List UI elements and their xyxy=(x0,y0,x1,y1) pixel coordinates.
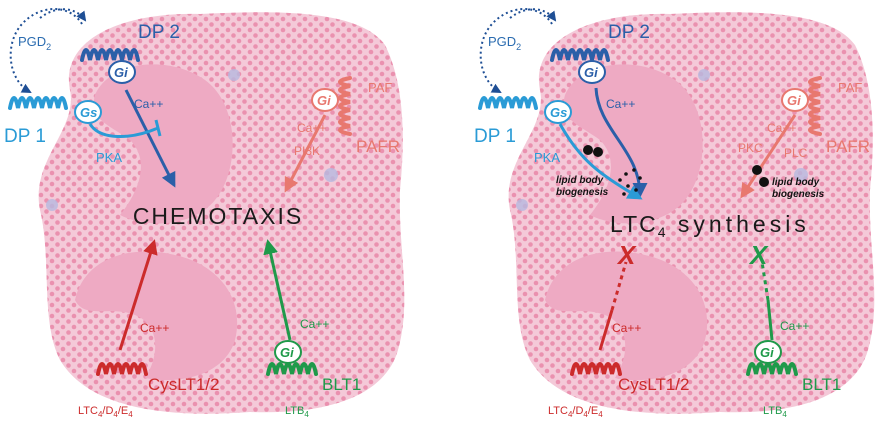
cyslt-receptor-icon xyxy=(96,362,148,376)
cyslt-dashed-right xyxy=(610,261,628,311)
dp1-label-right: DP 1 xyxy=(474,126,516,147)
block-x-blt1: X xyxy=(748,240,769,270)
pka-label: PKA xyxy=(96,150,122,165)
blt1-dashed-right xyxy=(760,261,770,301)
ltb4-label-right: LTB4 xyxy=(763,405,787,419)
gi-paf-label-right: Gi xyxy=(787,93,801,108)
pgd2-dotted-loop xyxy=(9,8,83,93)
pgd2-label: PGD2 xyxy=(18,34,51,52)
cyslt-receptor-icon-right xyxy=(570,362,622,376)
pgd2-dotted-top xyxy=(39,8,87,22)
cyslt-label: CysLT1/2 xyxy=(148,375,220,394)
pafr-receptor-icon xyxy=(338,76,352,136)
ltc-d-e-label-right: LTC4/D4/E4 xyxy=(548,405,603,419)
lipid-body-label-4: biogenesis xyxy=(772,189,825,200)
lipid-body-dot xyxy=(593,147,603,157)
dp2-receptor-icon xyxy=(80,48,140,62)
ca-label-cyslt: Ca++ xyxy=(140,321,169,335)
gi-blt1-label-right: Gi xyxy=(760,345,774,360)
ca-label-blt1: Ca++ xyxy=(300,317,329,331)
gi-label-right: Gi xyxy=(584,65,598,80)
dp1-inhibit-bar xyxy=(154,119,162,137)
lipid-body-dot xyxy=(583,145,593,155)
blt1-solid-right xyxy=(766,299,774,341)
lipid-body-dot xyxy=(759,177,769,187)
lipid-scatter-dots xyxy=(618,168,642,196)
ca-label-blt1-right: Ca++ xyxy=(780,319,809,333)
pgd2-dotted-loop-right xyxy=(479,8,553,93)
blt1-receptor-icon-right xyxy=(746,362,798,376)
blt1-receptor-icon xyxy=(266,362,318,376)
pafr-label-right: PAFR xyxy=(826,137,870,156)
ca-label-dp2: Ca++ xyxy=(134,97,163,111)
dp1-arrow-right xyxy=(558,123,643,200)
cyslt-solid-right xyxy=(598,309,614,351)
paf-label-right: PAF xyxy=(838,80,862,95)
panel-chemotaxis: PGD2 DP 2 Gi Ca++ DP 1 Gs PKA Gi PAF PAF… xyxy=(4,8,405,419)
nucleus-lobe-upper xyxy=(93,64,233,224)
dp1-label: DP 1 xyxy=(4,126,46,147)
ca-label-dp2-right: Ca++ xyxy=(606,97,635,111)
pafr-receptor-icon-right xyxy=(808,76,822,136)
gs-label: Gs xyxy=(80,105,97,120)
ltc4-synthesis-label: LTC4 synthesis xyxy=(610,211,810,240)
gi-label: Gi xyxy=(114,65,128,80)
chemotaxis-label: CHEMOTAXIS xyxy=(133,203,303,229)
blt1-arrow xyxy=(263,239,292,341)
pafr-arrow-right xyxy=(740,114,797,199)
gi-blt1-label: Gi xyxy=(280,345,294,360)
gs-protein-icon-right xyxy=(544,100,572,124)
pafr-arrow xyxy=(284,114,327,193)
lipid-body-dot xyxy=(752,165,762,175)
gs-label-right: Gs xyxy=(550,105,567,120)
block-x-cyslt: X xyxy=(616,240,637,270)
ltc-d-e-label: LTC4/D4/E4 xyxy=(78,405,133,419)
gi-protein-paf-icon xyxy=(311,88,339,112)
dp1-receptor-icon-right xyxy=(478,96,538,110)
lipid-body-label-2: biogenesis xyxy=(556,187,609,198)
gi-protein-blt1-icon xyxy=(274,340,302,364)
pafr-label: PAFR xyxy=(356,137,400,156)
nucleus-lobe-lower-right xyxy=(545,251,708,381)
dp2-label: DP 2 xyxy=(138,22,180,43)
pka-label-right: PKA xyxy=(534,150,560,165)
paf-label: PAF xyxy=(368,80,392,95)
ca-label-cyslt-right: Ca++ xyxy=(612,321,641,335)
pgd2-dotted-top-right xyxy=(509,8,557,22)
blt1-label: BLT1 xyxy=(322,375,361,394)
dp2-arrow xyxy=(124,89,176,188)
plc-label: PLC xyxy=(784,146,808,160)
nucleus-lobe-lower xyxy=(75,251,238,381)
dp2-receptor-icon-right xyxy=(550,48,610,62)
pgd2-label-right: PGD2 xyxy=(488,34,521,52)
dp1-inhibit-line xyxy=(88,123,159,139)
lipid-body-label-1: lipid body xyxy=(556,175,604,186)
dp1-receptor-icon xyxy=(8,96,68,110)
gi-protein-paf-icon-right xyxy=(781,88,809,112)
blt1-label-right: BLT1 xyxy=(802,375,841,394)
cyslt-arrow xyxy=(118,239,158,351)
dp2-arrow-right xyxy=(594,87,648,198)
gs-protein-icon xyxy=(74,100,102,124)
gi-paf-label: Gi xyxy=(317,93,331,108)
dp2-label-right: DP 2 xyxy=(608,22,650,43)
gi-protein-icon-right xyxy=(578,60,606,84)
ltb4-label: LTB4 xyxy=(285,405,309,419)
gi-protein-icon xyxy=(108,60,136,84)
lipid-body-label-3: lipid body xyxy=(772,177,820,188)
gi-protein-blt1-icon-right xyxy=(754,340,782,364)
pkc-label: PKC xyxy=(738,141,763,155)
panel-ltc4-synthesis: PGD2 DP 2 Gi Ca++ DP 1 Gs PKA lipid body… xyxy=(474,8,875,419)
cyslt-label-right: CysLT1/2 xyxy=(618,375,690,394)
